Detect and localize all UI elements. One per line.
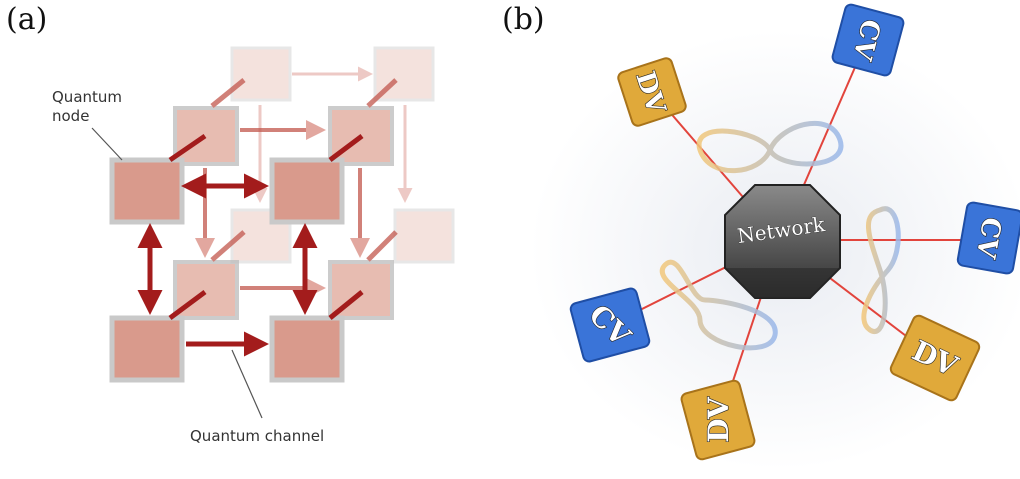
node-cv-left: CV	[569, 287, 651, 363]
channel-callout: Quantum channel	[190, 427, 324, 445]
quantum-node	[109, 157, 185, 225]
quantum-node	[269, 315, 345, 383]
panel-a-label: (a)	[6, 2, 48, 37]
channel-callout-line	[231, 349, 263, 419]
node-callout: Quantum node	[52, 88, 127, 125]
lattice-middle-layer	[173, 78, 398, 320]
panel-b-network: Network DV CV CV DV DV CV	[530, 3, 1020, 470]
node-dv-bottom-right: DV	[889, 314, 981, 402]
node-cv-top-right: CV	[831, 3, 905, 77]
node-label: CV	[970, 215, 1007, 261]
quantum-node	[269, 157, 345, 225]
node-label: DV	[702, 396, 735, 443]
panel-b-label: (b)	[502, 2, 545, 37]
lattice-front-layer	[109, 133, 364, 383]
quantum-node	[109, 315, 185, 383]
panel-a-lattice: Quantum node Quantum channel	[52, 46, 455, 445]
node-dv-bottom: DV	[680, 379, 756, 461]
network-hub: Network	[724, 184, 841, 299]
node-dv-top-left: DV	[617, 57, 687, 127]
node-callout-line	[91, 127, 123, 161]
node-cv-right: CV	[956, 201, 1020, 275]
entanglement-loops	[659, 120, 901, 351]
